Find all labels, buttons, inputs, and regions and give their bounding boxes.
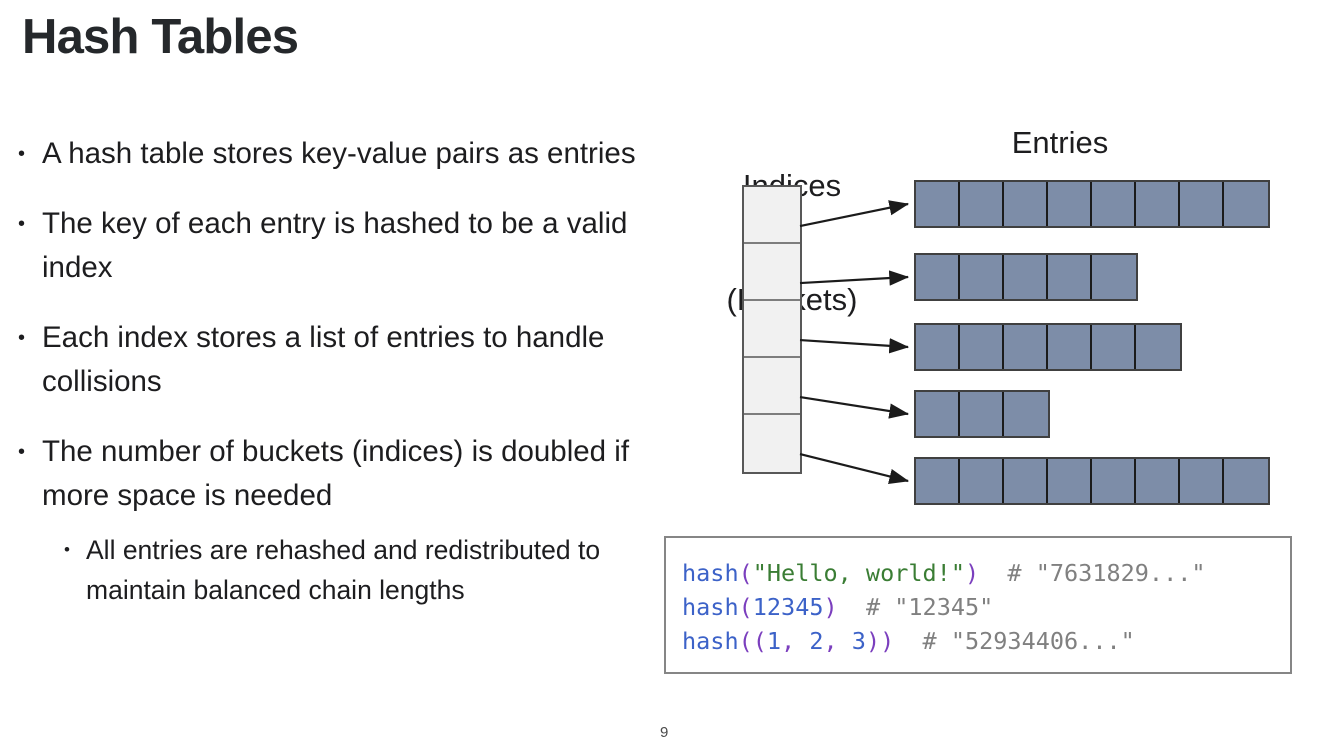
- bullet-marker-icon: •: [18, 441, 26, 463]
- entry-cell: [960, 182, 1004, 226]
- bullet-marker-icon: •: [18, 143, 26, 165]
- bucket-cell: [744, 244, 800, 301]
- code-line: hash(12345) # "12345": [682, 590, 1290, 624]
- bucket-to-chain-arrow: [799, 452, 910, 484]
- entry-cell: [1048, 459, 1092, 503]
- entry-cell: [916, 392, 960, 436]
- code-token-num: 3: [851, 627, 866, 655]
- code-token-paren: (: [738, 593, 753, 621]
- bucket-to-chain-arrow: [799, 395, 910, 419]
- entry-cell: [1136, 325, 1180, 369]
- entry-cell: [1180, 459, 1224, 503]
- code-snippet-box: hash("Hello, world!") # "7631829..."hash…: [664, 536, 1292, 674]
- code-line: hash((1, 2, 3)) # "52934406...": [682, 624, 1290, 658]
- bullet-marker-icon: •: [18, 327, 26, 349]
- bullet-marker-icon: •: [64, 540, 70, 559]
- bullet-item: • A hash table stores key-value pairs as …: [18, 132, 646, 176]
- entry-cell: [960, 255, 1004, 299]
- code-token-paren: )): [865, 627, 895, 655]
- code-token-paren: (: [738, 559, 753, 587]
- entry-cell: [960, 325, 1004, 369]
- entry-chain-row: [914, 457, 1270, 505]
- bullet-text: Each index stores a list of entries to h…: [42, 321, 605, 398]
- entry-cell: [1092, 255, 1136, 299]
- entry-cell: [1048, 325, 1092, 369]
- code-token-str: "Hello, world!": [752, 559, 965, 587]
- entry-cell: [916, 325, 960, 369]
- entry-cell: [1224, 182, 1268, 226]
- entry-cell: [916, 459, 960, 503]
- sub-bullet-item: • All entries are rehashed and redistribu…: [18, 530, 646, 610]
- code-token-num: 1: [766, 627, 782, 655]
- code-token-fn: hash: [682, 627, 739, 655]
- entry-cell: [1004, 255, 1048, 299]
- code-token-paren: ): [964, 559, 980, 587]
- bucket-column: [742, 185, 802, 474]
- entry-chain-row: [914, 323, 1182, 371]
- bullet-text: The key of each entry is hashed to be a …: [42, 207, 628, 284]
- bucket-cell: [744, 187, 800, 244]
- code-token-punc: ,: [823, 627, 852, 655]
- bullet-text: The number of buckets (indices) is doubl…: [42, 435, 630, 512]
- entry-cell: [1048, 255, 1092, 299]
- entry-chain-row: [914, 253, 1138, 301]
- bullet-item: • The number of buckets (indices) is doub…: [18, 430, 646, 518]
- entry-cell: [1180, 182, 1224, 226]
- bucket-cell: [744, 301, 800, 358]
- code-token-num: 2: [809, 627, 824, 655]
- entry-cell: [1224, 459, 1268, 503]
- entry-cell: [1136, 459, 1180, 503]
- entry-cell: [1004, 459, 1048, 503]
- code-token-paren: ): [823, 593, 838, 621]
- bullet-text: A hash table stores key-value pairs as e…: [42, 137, 636, 170]
- entry-cell: [1048, 182, 1092, 226]
- entry-cell: [916, 182, 960, 226]
- entries-label: Entries: [1011, 125, 1109, 160]
- bullet-marker-icon: •: [18, 213, 26, 235]
- code-line: hash("Hello, world!") # "7631829...": [682, 556, 1290, 590]
- bullet-list: • A hash table stores key-value pairs as …: [18, 132, 646, 620]
- entry-cell: [1004, 182, 1048, 226]
- entry-cell: [960, 459, 1004, 503]
- code-token-fn: hash: [682, 559, 739, 587]
- entry-cell: [1092, 182, 1136, 226]
- page-title: Hash Tables: [22, 10, 299, 64]
- entry-cell: [960, 392, 1004, 436]
- bucket-cell: [744, 415, 800, 472]
- entry-cell: [1092, 459, 1136, 503]
- entry-chain-row: [914, 390, 1050, 438]
- code-token-num: 12345: [752, 593, 824, 621]
- code-token-paren: ((: [738, 627, 767, 655]
- entry-cell: [1136, 182, 1180, 226]
- entry-cell: [1004, 325, 1048, 369]
- code-token-fn: hash: [682, 593, 739, 621]
- code-token-com: # "52934406...": [894, 627, 1135, 655]
- code-token-com: # "12345": [837, 593, 994, 621]
- bucket-cell: [744, 358, 800, 415]
- bullet-text: All entries are rehashed and redistribut…: [86, 535, 601, 605]
- entry-cell: [1004, 392, 1048, 436]
- slide-number: 9: [660, 724, 669, 741]
- hash-table-diagram: Indices (Buckets) Entries: [660, 80, 1330, 505]
- code-token-com: # "7631829...": [979, 559, 1206, 587]
- code-token-punc: ,: [781, 627, 810, 655]
- entry-cell: [1092, 325, 1136, 369]
- entry-cell: [916, 255, 960, 299]
- bullet-item: • Each index stores a list of entries to …: [18, 316, 646, 404]
- bullet-item: • The key of each entry is hashed to be a…: [18, 202, 646, 290]
- entry-chain-row: [914, 180, 1270, 228]
